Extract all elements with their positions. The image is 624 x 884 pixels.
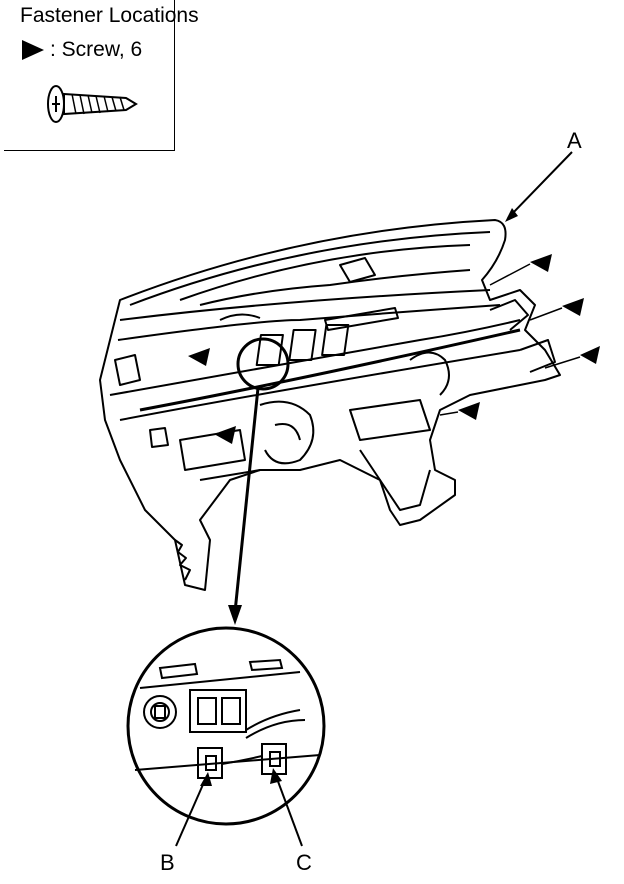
legend-title: Fastener Locations (20, 4, 199, 27)
screw-arrow-6 (214, 426, 236, 444)
screw-arrow-5 (188, 348, 210, 366)
callout-a-leader (507, 151, 573, 219)
callout-b-leader (175, 779, 206, 847)
callout-a-label: A (567, 128, 582, 153)
screw-arrow-1 (530, 254, 552, 272)
screw-icon (47, 85, 138, 123)
screw-arrows (188, 254, 600, 444)
screw-arrow-icon (22, 40, 44, 60)
screw-arrow-3 (580, 346, 600, 364)
detail-leader (233, 387, 260, 613)
legend-screw-row: : Screw, 6 (22, 38, 142, 62)
dashboard-outline (99, 219, 561, 591)
legend-screw-label: : Screw, 6 (50, 38, 143, 61)
legend-box: Fastener Locations : Screw, 6 (4, 0, 199, 151)
screw-arrow-2 (562, 298, 584, 316)
callout-c-leader (275, 775, 303, 847)
callout-b-label: B (160, 850, 175, 875)
callout-c-label: C (296, 850, 312, 875)
detail-view-circle (126, 626, 326, 826)
detail-source-circle (236, 337, 290, 391)
screw-arrow-4 (458, 402, 480, 420)
